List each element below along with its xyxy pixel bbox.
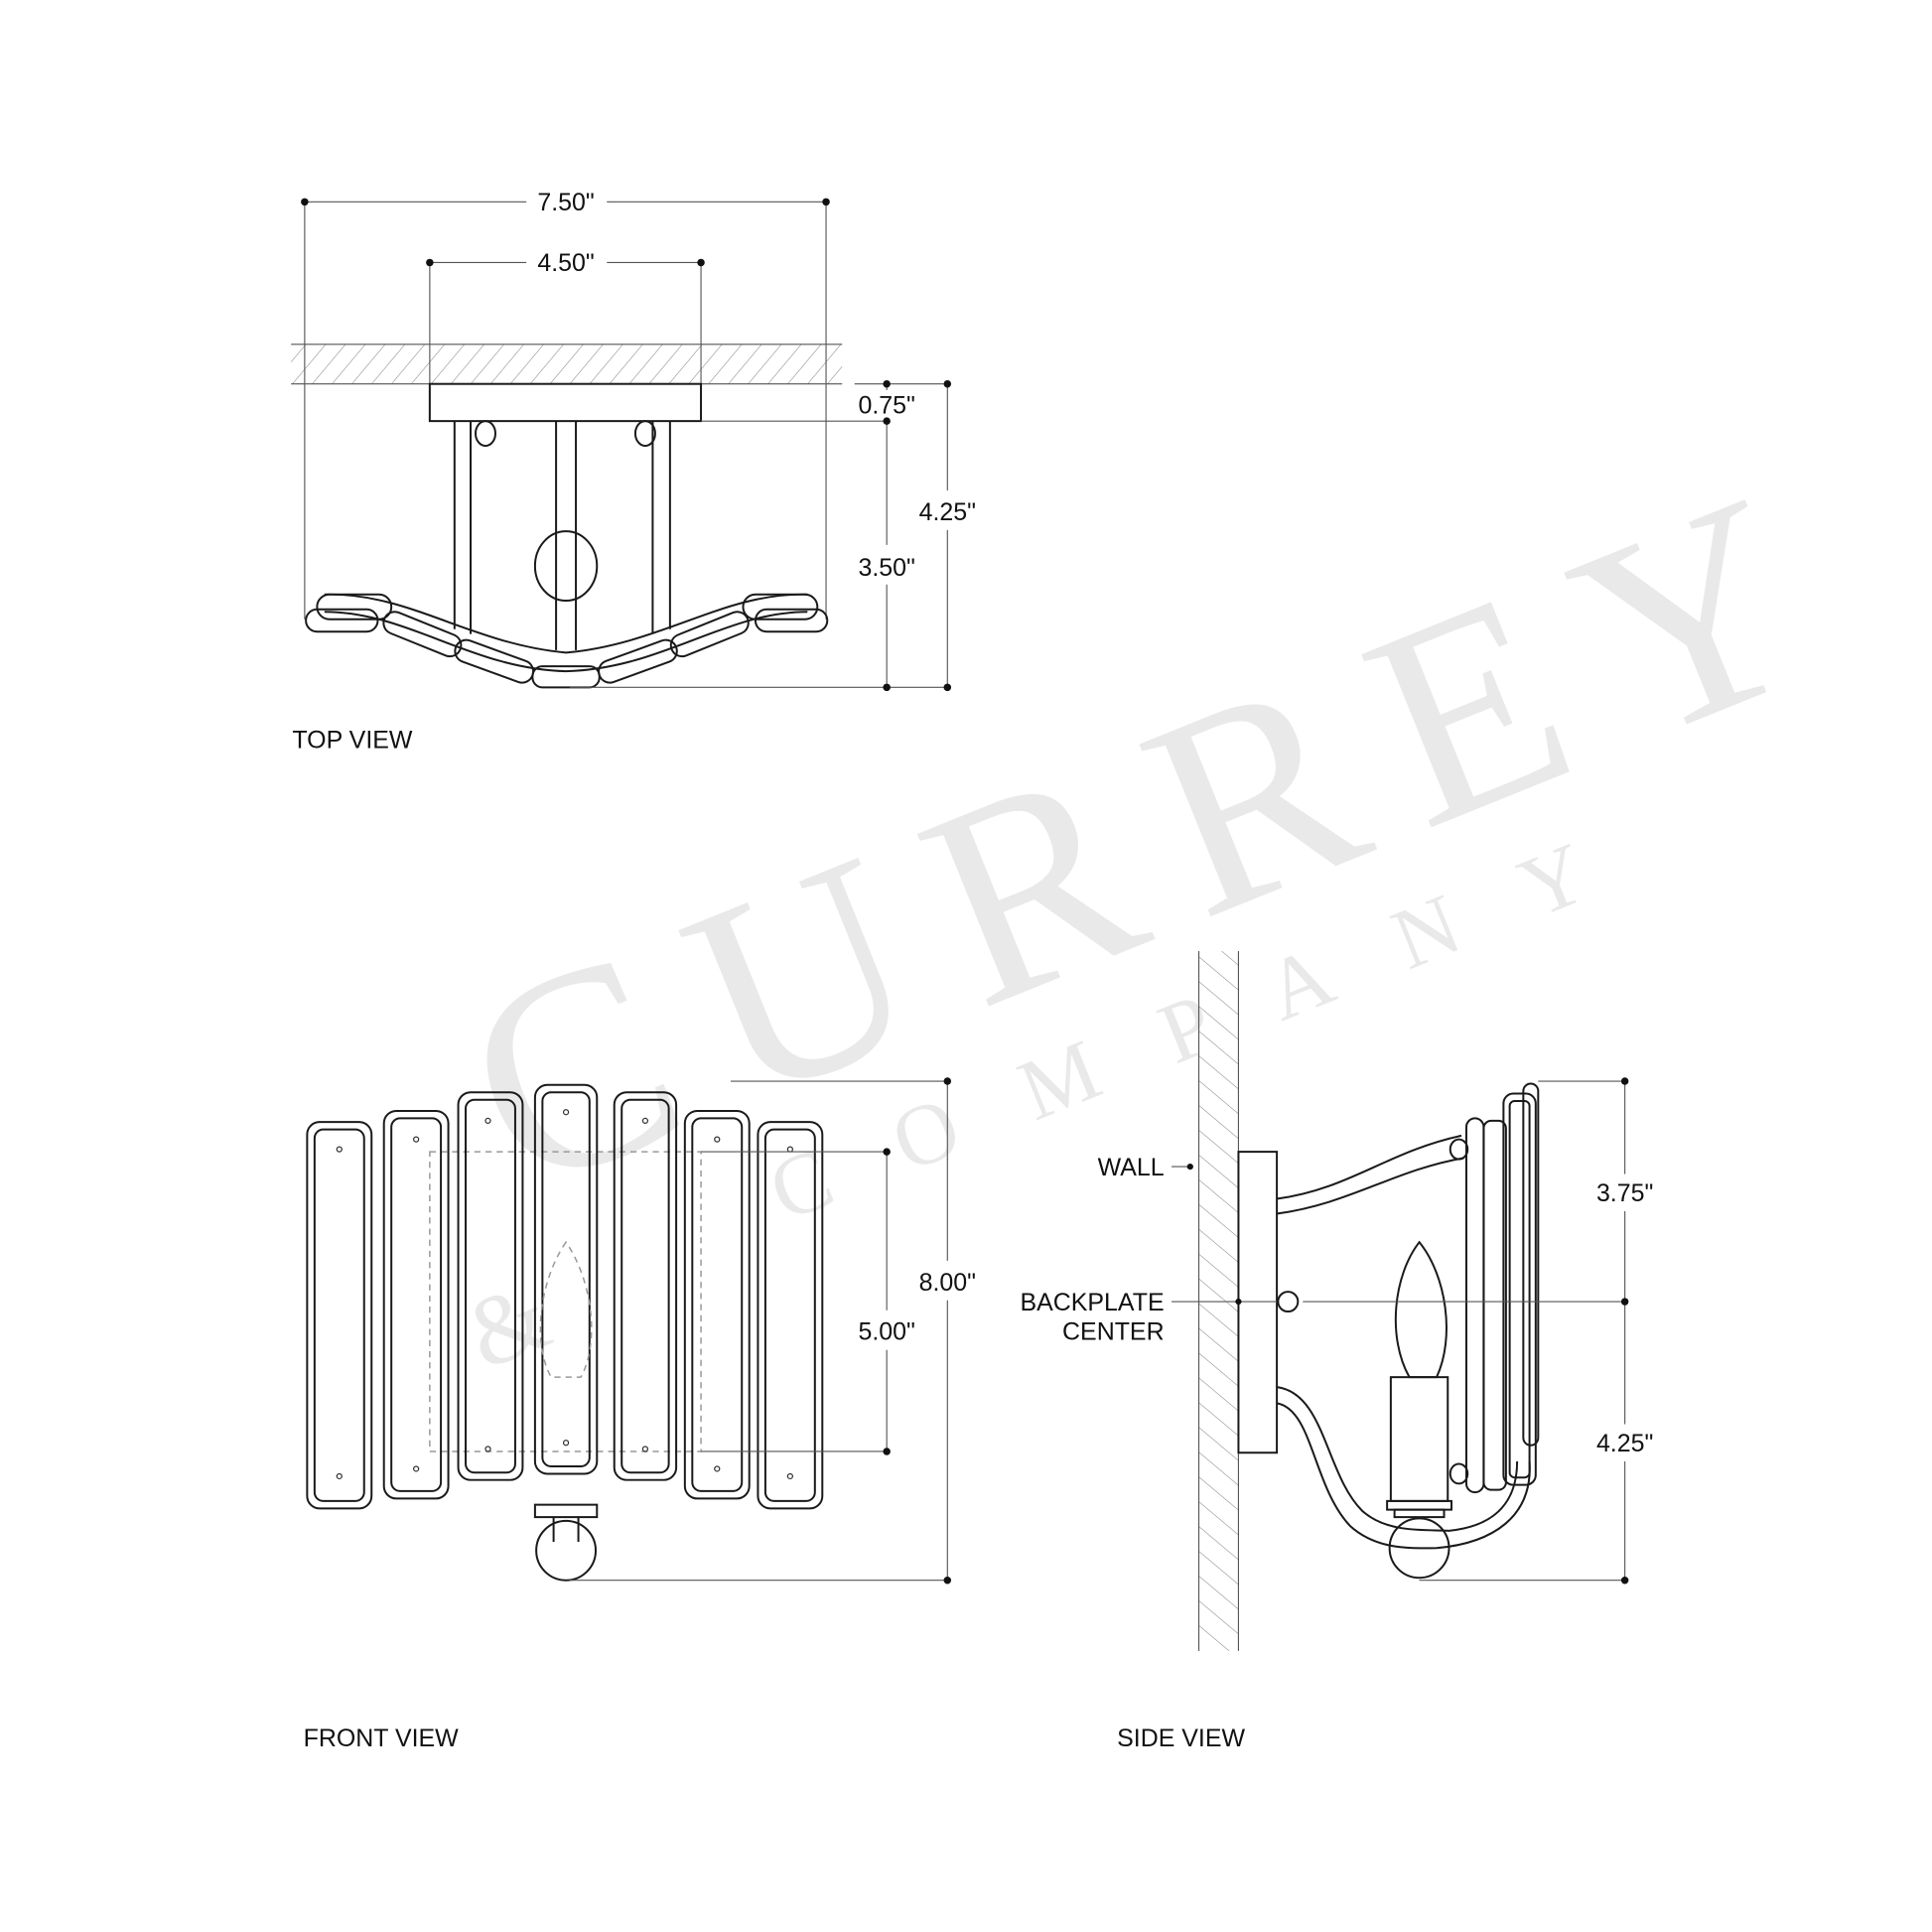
front-view-panels [306, 1083, 824, 1510]
dim-front: 8.00" 5.00" [569, 1077, 976, 1585]
watermark-logo: CURREY COMPANY & [426, 416, 1891, 1391]
ceiling-hatch [291, 344, 843, 384]
svg-text:&: & [452, 1260, 565, 1391]
svg-text:5.00": 5.00" [858, 1318, 914, 1346]
svg-text:4.50": 4.50" [537, 249, 594, 277]
backplate [428, 382, 703, 423]
upper-arm [1276, 1134, 1462, 1200]
top-view: 7.50" 4.50" [291, 189, 976, 754]
candle-flame [1394, 1240, 1448, 1379]
svg-text:7.50": 7.50" [537, 189, 594, 216]
backplate-center-label-2: CENTER [1062, 1318, 1165, 1346]
side-view-panels [1464, 1082, 1540, 1494]
wall-hatch [1198, 951, 1239, 1651]
front-view: 8.00" 5.00" FRONT VIEW [304, 1077, 976, 1752]
dim-side: 3.75" 4.25" [1419, 1077, 1653, 1585]
svg-text:4.25": 4.25" [1596, 1430, 1653, 1457]
lower-arm [1276, 1386, 1519, 1532]
backplate [1237, 1151, 1279, 1454]
side-view-title: SIDE VIEW [1117, 1725, 1245, 1752]
side-view: WALL BACKPLATE CENTER 3.75" 4.25" SIDE V… [1021, 951, 1653, 1752]
svg-text:3.75": 3.75" [1596, 1179, 1653, 1207]
dim-depths: 0.75" 3.50" 4.25" [569, 379, 976, 692]
candle-sleeve [1389, 1376, 1449, 1502]
svg-text:3.50": 3.50" [858, 554, 914, 582]
svg-text:8.00": 8.00" [919, 1269, 976, 1297]
candle-flame-hidden [539, 1240, 593, 1378]
backplate-outline [429, 1151, 702, 1452]
dim-backplate-width: 4.50" [426, 249, 705, 384]
svg-text:CURREY: CURREY [426, 416, 1891, 1253]
wall-label: WALL [1098, 1154, 1165, 1181]
dim-overall-width: 7.50" [301, 189, 830, 620]
backplate-center-label: BACKPLATE [1021, 1289, 1165, 1316]
top-view-panels [305, 593, 829, 689]
svg-text:4.25": 4.25" [919, 498, 976, 526]
ball-finial [533, 530, 599, 603]
svg-text:0.75": 0.75" [858, 392, 914, 420]
top-view-title: TOP VIEW [292, 726, 412, 754]
front-view-title: FRONT VIEW [304, 1725, 460, 1752]
ball-finial [535, 1519, 598, 1582]
ball-finial [1388, 1517, 1450, 1580]
curved-arm [324, 593, 808, 654]
